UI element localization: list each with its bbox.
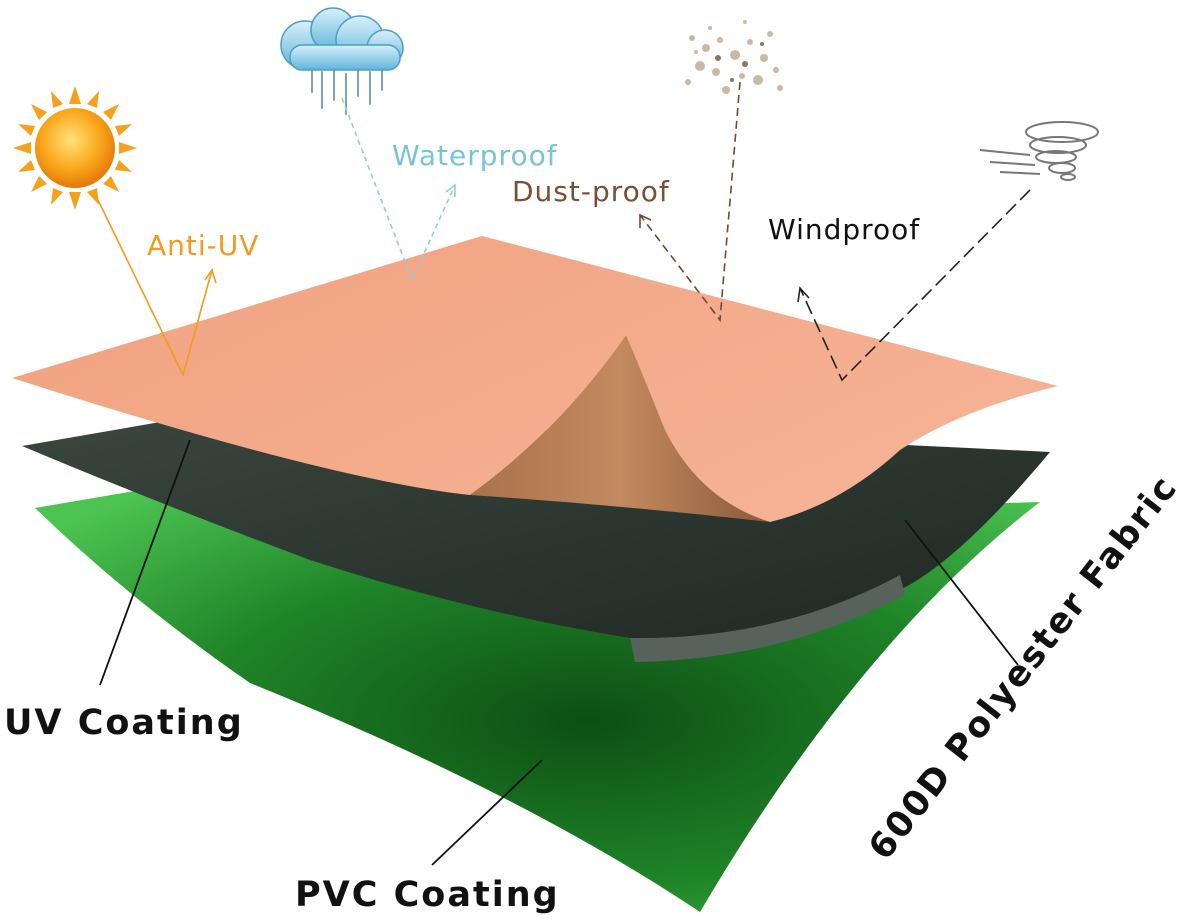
waterproof-arrow — [341, 97, 456, 283]
uv-coating-label: UV Coating — [4, 703, 244, 743]
dust-proof-label: Dust-proof — [512, 175, 670, 208]
polyester-fabric-edge — [630, 575, 905, 662]
peeled-corner — [470, 335, 770, 522]
tornado-icon — [979, 121, 1099, 181]
windproof-arrow — [797, 189, 1031, 382]
anti-uv-label: Anti-UV — [147, 229, 260, 262]
anti-uv-arrow — [97, 199, 217, 378]
windproof-label: Windproof — [768, 213, 921, 246]
dust-icon — [685, 20, 783, 94]
pvc-coating-label: PVC Coating — [295, 875, 560, 915]
sun-icon — [13, 86, 137, 210]
uv-coating-leader — [99, 439, 191, 686]
polyester-leader — [904, 519, 1019, 666]
uv-coating-sheet — [12, 236, 1058, 522]
pvc-coating-leader — [431, 759, 543, 866]
dust-proof-arrow — [639, 81, 741, 323]
rain-cloud-icon — [280, 7, 404, 115]
waterproof-label: Waterproof — [392, 139, 558, 172]
